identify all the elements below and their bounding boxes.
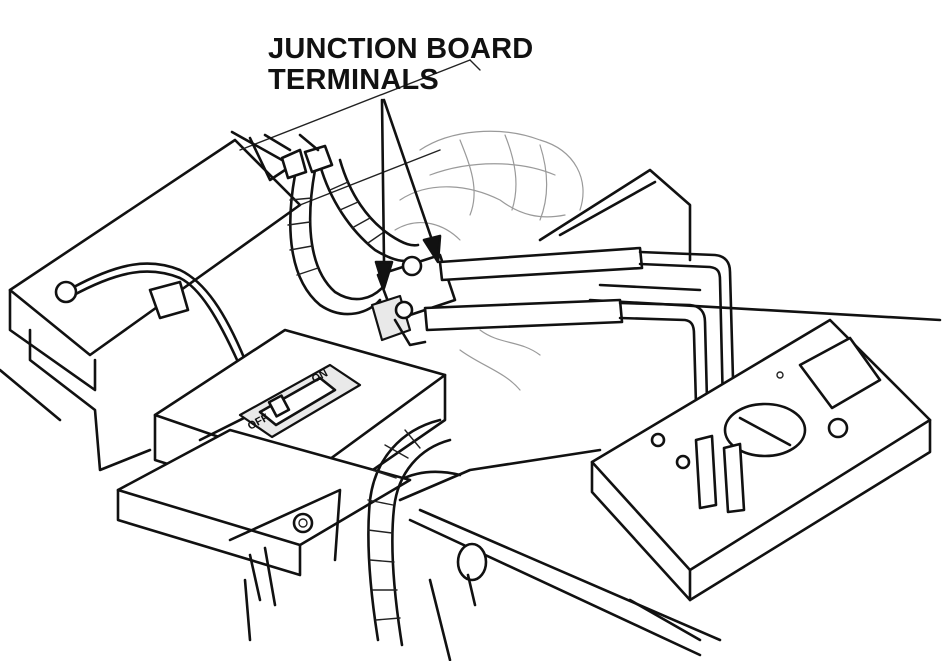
ring-terminal: [54, 280, 78, 304]
callout-line-2: TERMINALS: [268, 64, 439, 96]
cable-clip: [148, 280, 190, 320]
arrowhead-left: [374, 260, 394, 290]
arrowhead-right: [422, 234, 442, 264]
callout-pointers: [374, 98, 442, 290]
test-probe-upper: [438, 246, 737, 452]
terminal-block: [370, 253, 457, 347]
engine-background: [394, 130, 584, 391]
multimeter: [590, 318, 932, 602]
lower-harness: [367, 418, 452, 647]
callout-line-1: JUNCTION BOARD: [268, 33, 534, 65]
pointer-line-right: [382, 98, 434, 242]
body-panel: [0, 59, 481, 472]
test-probe-lower: [423, 298, 710, 442]
meter-display: [798, 336, 882, 410]
junction-board-terminals-label: JUNCTION BOARD TERMINALS: [268, 34, 533, 96]
filler-cap: [428, 542, 488, 661]
wiring-harness: [230, 130, 420, 316]
box-bolt: [292, 512, 314, 534]
pointer-line-left: [380, 98, 386, 264]
main-switch: ON OFF: [238, 363, 362, 439]
ground-cable: [54, 262, 247, 364]
